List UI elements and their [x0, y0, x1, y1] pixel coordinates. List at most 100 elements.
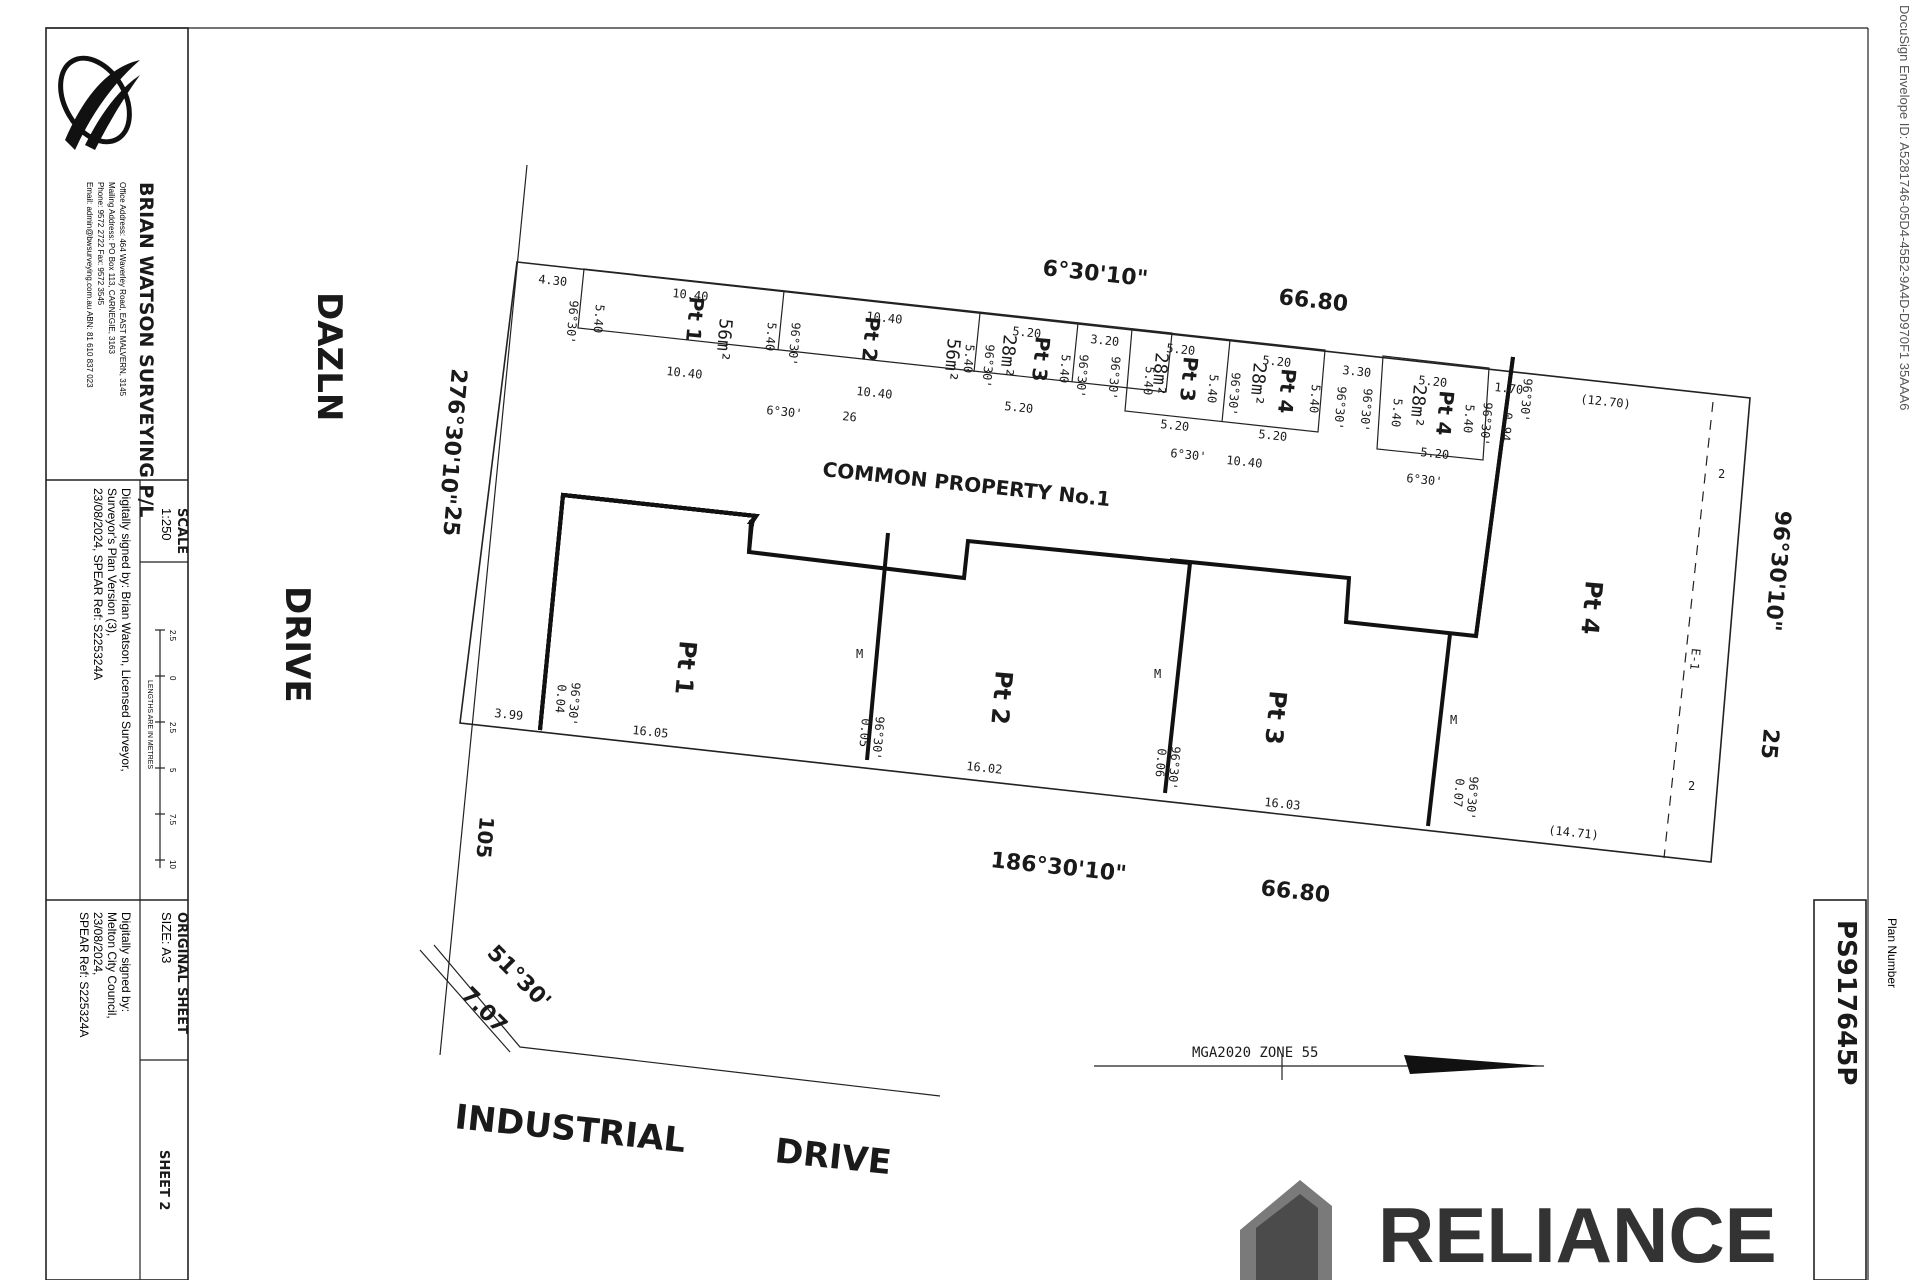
- dim-1270: (12.70): [1580, 392, 1632, 411]
- carport-pt1: Pt 1: [681, 296, 709, 343]
- corner-length: 7.07: [456, 983, 512, 1039]
- road-label-drive: DRIVE: [277, 586, 317, 703]
- dim-540-g: 5.40: [1306, 384, 1322, 414]
- bottom-bearing: 186°30'10": [989, 848, 1127, 887]
- angle-9630-f: 96°30': [1225, 372, 1243, 416]
- easement-line: [1663, 401, 1714, 859]
- scale-tick-5: 10: [168, 860, 177, 869]
- company-name: BRIAN WATSON SURVEYING P/L: [135, 182, 157, 517]
- industrial-drive-alignment: [433, 944, 941, 1097]
- area-3b: 28m²: [1147, 352, 1172, 397]
- dim-540-f: 5.40: [1204, 374, 1220, 404]
- council-signature-line-2: Melton City Council,: [105, 912, 119, 1019]
- surveyor-logo-icon: [58, 55, 140, 150]
- original-sheet-size: SIZE: A3: [159, 912, 174, 963]
- dim-520-e: 5.20: [1004, 399, 1034, 416]
- unit1-west-wall: [538, 494, 565, 731]
- lot-pt1: Pt 1: [669, 639, 702, 695]
- lot-105: 105: [471, 816, 499, 860]
- angle-9630-n: 96°30': [1463, 776, 1481, 820]
- dazln-drive-alignment: [439, 164, 528, 1056]
- email-abn: Email: admin@bwsurveying.com.au ABN: 81 …: [85, 182, 94, 388]
- north-arrow-icon: [1404, 1055, 1545, 1074]
- lot-pt3: Pt 3: [1259, 689, 1292, 745]
- right-bearing: 96°30'10": [1759, 509, 1794, 632]
- dim-006: 0.06: [1152, 748, 1168, 778]
- dim-320: 3.20: [1090, 332, 1120, 349]
- dim-1040-a: 10.40: [672, 286, 709, 304]
- bottom-length: 66.80: [1259, 876, 1331, 908]
- common-property-label: COMMON PROPERTY No.1: [821, 457, 1111, 511]
- angle-9630-k: 96°30': [565, 682, 583, 726]
- dim-520-a: 5.20: [1012, 324, 1042, 341]
- angle-9630-l: 96°30': [869, 716, 887, 760]
- plan-number-box: Plan Number PS917645P: [1813, 899, 1899, 1280]
- dim-1040-b: 10.40: [866, 309, 903, 327]
- dim-1603: 16.03: [1264, 795, 1301, 813]
- left-length: 25: [437, 504, 465, 537]
- angle-9630-b: 96°30': [785, 322, 803, 366]
- dim-1040-c: 10.40: [666, 364, 703, 382]
- lot-pt4: Pt 4: [1575, 579, 1608, 635]
- lot-pt2: Pt 2: [985, 669, 1018, 725]
- marker-m-2: M: [1154, 667, 1161, 681]
- angle-9630-h: 96°30': [1357, 388, 1375, 432]
- left-bearing: 276°30'10": [434, 367, 471, 505]
- dim-094: 0.94: [1498, 412, 1514, 442]
- phone-fax: Phone: 9572 2722 Fax: 9572 3545: [96, 182, 105, 306]
- dim-540-h: 5.40: [1388, 398, 1404, 428]
- dim-540-c: 5.40: [960, 344, 976, 374]
- dim-005: 0.05: [856, 718, 872, 748]
- north-point: MGA2020 ZONE 55: [1094, 1045, 1545, 1080]
- reliance-watermark: RELIANCE: [1240, 1180, 1777, 1280]
- dim-26: 26: [842, 409, 858, 424]
- carport-strip-3: [1376, 355, 1490, 461]
- unit1-step: [747, 520, 753, 553]
- dim-630-c: 6°30': [1406, 471, 1443, 489]
- area-1: 56m²: [711, 318, 736, 363]
- office-address: Office Address: 464 Waverley Road, EAST …: [118, 182, 127, 397]
- angle-9630-d: 96°30': [1073, 354, 1091, 398]
- scale-tick-3: 5: [168, 768, 177, 773]
- easement-width-bottom: 2: [1688, 779, 1695, 793]
- road-label-dazln: DAZLN: [309, 292, 349, 421]
- parcel-boundary: [459, 261, 1751, 863]
- wall-3-4: [1426, 633, 1452, 827]
- easement-e1: E-1: [1687, 648, 1703, 671]
- surveyor-signature-line-2: Surveyor's Plan Version (3),: [105, 488, 119, 636]
- dim-170: 1.70: [1494, 380, 1524, 397]
- dim-540-b: 5.40: [762, 322, 778, 352]
- dim-004: 0.04: [552, 684, 568, 714]
- right-length: 25: [1755, 727, 1783, 760]
- angle-9630-e: 96°30': [1105, 356, 1123, 400]
- easement-width-top: 2: [1718, 467, 1725, 481]
- angle-9630-j: 96°30': [1517, 378, 1535, 422]
- surveyor-signature-line-3: 23/08/2024, SPEAR Ref: S225324A: [91, 488, 105, 680]
- marker-m-3: M: [1450, 713, 1457, 727]
- title-block: BRIAN WATSON SURVEYING P/L Office Addres…: [45, 27, 189, 1280]
- dim-540-i: 5.40: [1460, 404, 1476, 434]
- plan-drawing: DAZLN DRIVE INDUSTRIAL DRIVE 6°30'10" 66…: [277, 164, 1795, 1183]
- title-block-frame: [45, 27, 189, 1280]
- dim-520-h: 5.20: [1420, 445, 1450, 462]
- dim-1602: 16.02: [966, 759, 1003, 777]
- mailing-address: Mailing Address: PO Box 113, CARNEGIE, 3…: [107, 182, 116, 354]
- scale-label: SCALE: [174, 508, 189, 554]
- angle-9630-a: 96°30': [563, 300, 581, 344]
- dim-520-c: 5.20: [1262, 353, 1292, 370]
- angle-9630-m: 96°30': [1165, 746, 1183, 790]
- scale-tick-0: 2.5: [168, 630, 177, 642]
- area-3: 28m²: [995, 334, 1020, 379]
- scale-tick-4: 7.5: [168, 814, 177, 826]
- dim-520-f: 5.20: [1160, 417, 1190, 434]
- angle-9630-i: 96°30': [1477, 402, 1495, 446]
- angle-9630-g: 96°30': [1331, 386, 1349, 430]
- carport-pt3a: Pt 3: [1027, 336, 1055, 383]
- road-label-industrial: INDUSTRIAL: [453, 1097, 687, 1161]
- scale-units: LENGTHS ARE IN METRES: [146, 680, 153, 769]
- wall-2-3: [1163, 562, 1192, 794]
- north-label: MGA2020 ZONE 55: [1192, 1045, 1318, 1061]
- angle-9630-c: 96°30': [979, 344, 997, 388]
- carport-pt4a: Pt 4: [1273, 368, 1301, 415]
- reliance-watermark-text: RELIANCE: [1378, 1191, 1777, 1279]
